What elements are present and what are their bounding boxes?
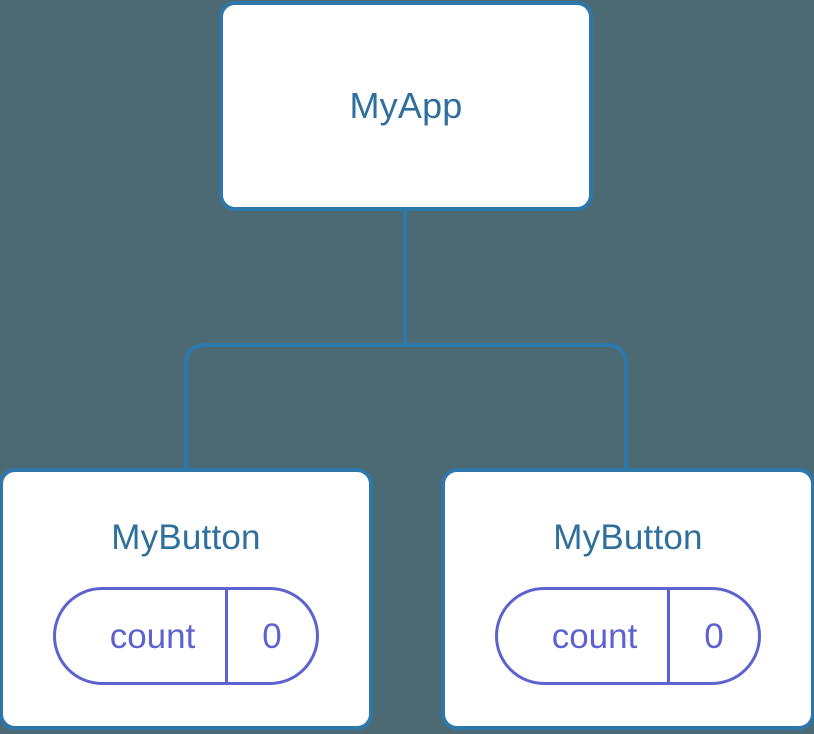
- node-title: MyButton: [553, 518, 703, 557]
- node-mybutton-2[interactable]: MyButton count 0: [441, 468, 814, 730]
- node-myapp[interactable]: MyApp: [219, 1, 593, 211]
- node-mybutton-1[interactable]: MyButton count 0: [0, 468, 373, 730]
- node-title: MyButton: [111, 518, 261, 557]
- state-value: 0: [667, 590, 758, 682]
- state-pill[interactable]: count 0: [495, 587, 761, 685]
- state-key: count: [551, 616, 638, 656]
- edge-root-to-left-child: [184, 209, 407, 470]
- state-key: count: [109, 616, 196, 656]
- node-title: MyApp: [349, 85, 463, 126]
- state-pill[interactable]: count 0: [53, 587, 319, 685]
- state-value: 0: [225, 590, 316, 682]
- edge-root-to-right-child: [405, 343, 628, 470]
